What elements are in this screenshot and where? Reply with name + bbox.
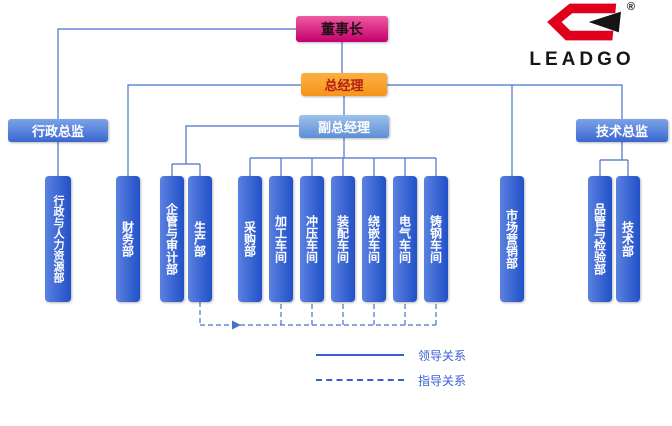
leadgo-logo: ® LEADGO (498, 1, 666, 72)
legend-solid-label: 领导关系 (418, 348, 467, 363)
dept-machining-workshop: 加工车间 (269, 176, 293, 302)
logo-mark: ® (527, 1, 637, 42)
dept-quality-inspection: 品管与检验部 (588, 176, 612, 302)
dept-purchasing: 采购部 (238, 176, 262, 302)
admin-director-box: 行政总监 (8, 119, 108, 142)
dept-enterprise-audit: 企管与审计部 (160, 176, 184, 302)
dept-production: 生产部 (188, 176, 212, 302)
legend-dashed-line (316, 379, 404, 381)
dept-winding-workshop: 绕嵌车间 (362, 176, 386, 302)
dept-electrical-workshop: 电气车间 (393, 176, 417, 302)
registered-mark: ® (626, 1, 635, 13)
dept-stamping-workshop: 冲压车间 (300, 176, 324, 302)
legend-dashed-label: 指导关系 (418, 373, 467, 388)
logo-text: LEADGO (529, 49, 635, 70)
chairman-box: 董事长 (296, 16, 388, 42)
legend-row-leadership: 领导关系 (316, 348, 467, 363)
legend-solid-line (316, 354, 404, 356)
dept-marketing: 市场营销部 (500, 176, 524, 302)
dept-admin-hr: 行政与人力资源部 (45, 176, 71, 302)
dept-assembly-workshop: 装配车间 (331, 176, 355, 302)
dept-finance: 财务部 (116, 176, 140, 302)
guidance-arrow-icon (232, 320, 241, 330)
deputy-gm-box: 副总经理 (299, 115, 389, 138)
general-manager-box: 总经理 (301, 73, 387, 96)
dept-cast-steel-workshop: 铸钢车间 (424, 176, 448, 302)
dept-technology: 技术部 (616, 176, 640, 302)
tech-director-box: 技术总监 (576, 119, 668, 142)
legend: 领导关系 指导关系 (316, 348, 466, 398)
legend-row-guidance: 指导关系 (316, 373, 467, 388)
leadgo-g-icon (547, 3, 621, 41)
